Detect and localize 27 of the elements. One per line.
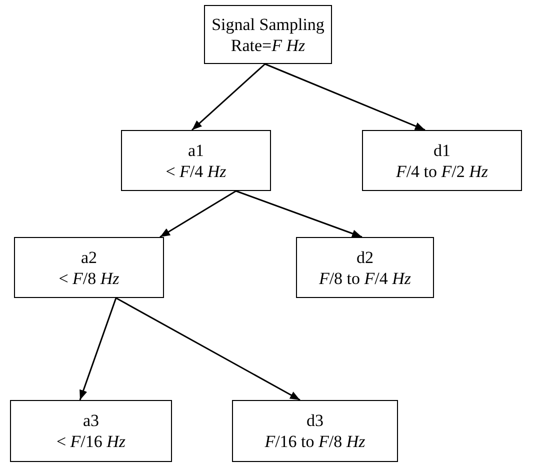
- arrow: [79, 298, 117, 400]
- box-title: a3: [82, 410, 100, 431]
- frequency-range: F/16 to F/8 Hz: [264, 431, 366, 452]
- process-box: [296, 237, 434, 298]
- process-box: [14, 237, 164, 298]
- process-box: [232, 400, 398, 462]
- box-title: a2: [80, 246, 98, 268]
- frequency-range: < F/8 Hz: [58, 268, 120, 288]
- box-title: d2: [356, 246, 374, 268]
- arrow: [192, 63, 266, 131]
- box-title: d1: [434, 140, 450, 160]
- frequency-range: < F/16 Hz: [56, 431, 126, 452]
- box-title: a1: [188, 140, 204, 160]
- arrow: [116, 297, 300, 401]
- box-title: Signal Sampling: [212, 14, 324, 34]
- frequency-range: < F/4 Hz: [166, 160, 226, 182]
- box-title: d3: [306, 410, 324, 431]
- frequency-range: Rate=F Hz: [230, 34, 306, 56]
- arrow: [160, 190, 236, 238]
- arrow: [264, 63, 426, 131]
- process-box: [121, 130, 271, 191]
- frequency-range: F/8 to F/4 Hz: [318, 268, 412, 288]
- arrow: [236, 190, 362, 238]
- process-box: [362, 130, 522, 191]
- process-box: [10, 400, 172, 462]
- frequency-range: F/4 to F/2 Hz: [396, 160, 488, 182]
- process-box: [204, 5, 332, 64]
